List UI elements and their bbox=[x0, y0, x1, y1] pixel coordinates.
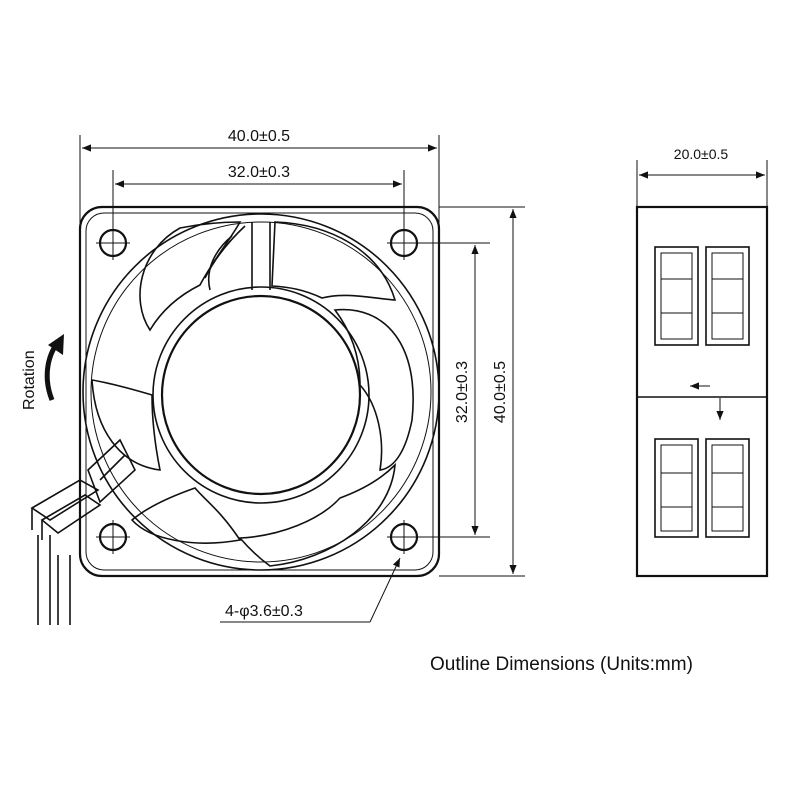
airflow-direction-icon bbox=[690, 382, 724, 420]
fan-hub-outer bbox=[152, 286, 370, 504]
rotation-label: Rotation bbox=[21, 350, 38, 410]
svg-text:32.0±0.3: 32.0±0.3 bbox=[228, 164, 290, 181]
width-dimension-40: 40.0±0.5 bbox=[79, 128, 440, 238]
side-slots-upper bbox=[654, 246, 750, 346]
lead-wires bbox=[30, 438, 136, 625]
strut-top bbox=[251, 222, 271, 290]
drawing-caption: Outline Dimensions (Units:mm) bbox=[430, 654, 693, 675]
svg-text:40.0±0.5: 40.0±0.5 bbox=[492, 361, 509, 423]
svg-text:20.0±0.5: 20.0±0.5 bbox=[674, 146, 729, 162]
width-dimension-32: 32.0±0.3 bbox=[112, 164, 405, 243]
depth-dimension-20: 20.0±0.5 bbox=[636, 146, 768, 207]
side-body bbox=[635, 205, 769, 578]
mounting-holes bbox=[96, 226, 421, 554]
svg-text:4-φ3.6±0.3: 4-φ3.6±0.3 bbox=[225, 603, 303, 620]
side-view: 20.0±0.5 bbox=[635, 146, 769, 578]
venturi-outer bbox=[82, 213, 440, 571]
height-dimension-40: 40.0±0.5 bbox=[439, 206, 525, 577]
fan-hub bbox=[160, 294, 362, 496]
svg-text:40.0±0.5: 40.0±0.5 bbox=[228, 128, 290, 145]
mounting-hole-callout: 4-φ3.6±0.3 bbox=[220, 557, 401, 623]
side-slots-lower bbox=[654, 438, 750, 538]
front-view: Rotation 40.0±0.5 32.0±0.3 32.0±0.3 40.0… bbox=[21, 128, 525, 625]
venturi-inner bbox=[90, 221, 432, 563]
height-dimension-32: 32.0±0.3 bbox=[404, 242, 490, 538]
rotation-arrow-icon bbox=[44, 340, 61, 401]
fan-blades bbox=[91, 221, 414, 567]
svg-text:32.0±0.3: 32.0±0.3 bbox=[454, 361, 471, 423]
